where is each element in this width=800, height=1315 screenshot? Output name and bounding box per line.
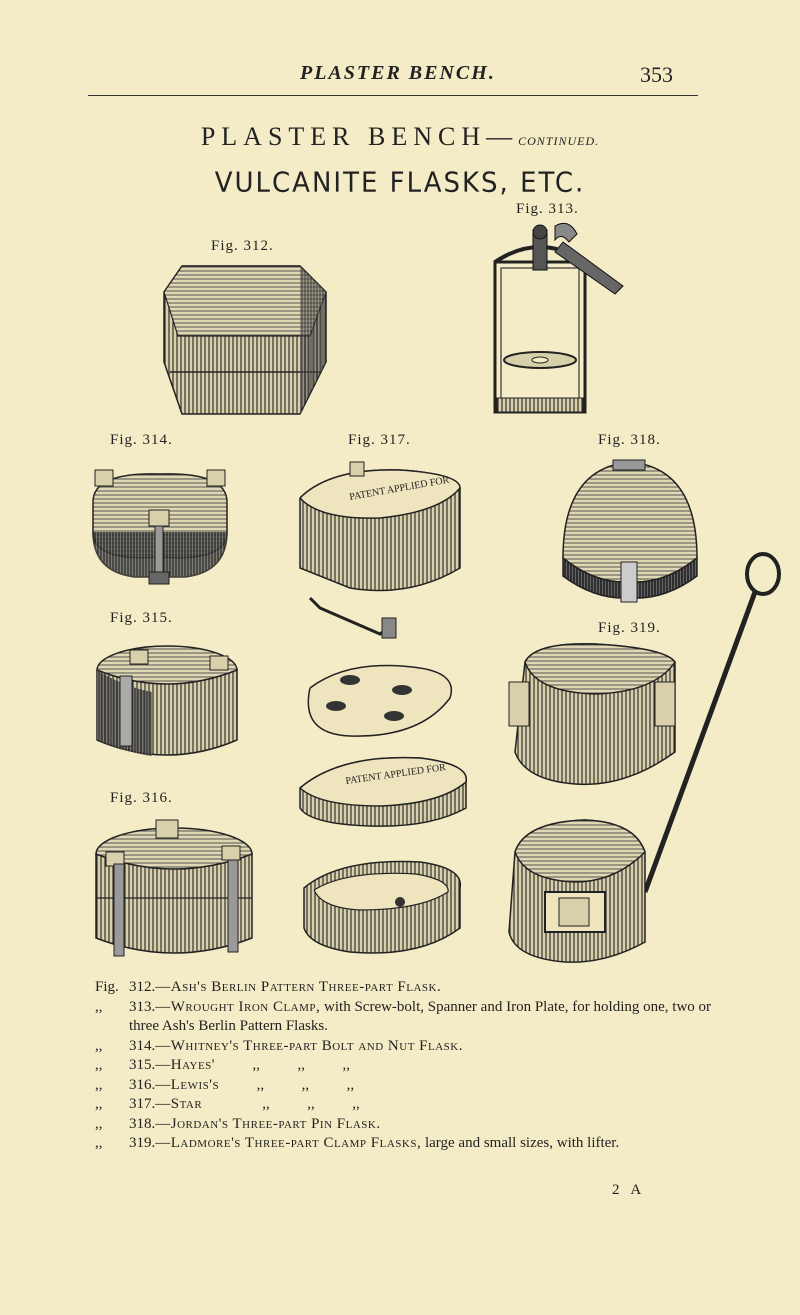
fig-316-label: Fig. 316. (110, 790, 173, 806)
title-main: PLASTER BENCH— (200, 122, 519, 151)
caption-text: ,, ,, ,, (202, 1096, 360, 1112)
figure-captions: Fig. 312.—Ash's Berlin Pattern Three-part… (95, 978, 715, 1154)
fig-312-illustration (160, 262, 330, 422)
caption-title: —Hayes' (155, 1057, 215, 1073)
fig-319-illustration (505, 552, 790, 964)
fig-317-label: Fig. 317. (348, 432, 411, 448)
fig-315-label: Fig. 315. (110, 610, 173, 626)
fig-317-illustration: PATENT APPLIED FOR PATENT APPLIED FOR (290, 458, 480, 963)
caption-text: ,, ,, ,, (219, 1076, 355, 1093)
caption-prefix: ,, (95, 1057, 103, 1073)
caption-fig-318: ,, 318.—Jordan's Three-part Pin Flask. (95, 1115, 715, 1135)
fig-318-label: Fig. 318. (598, 432, 661, 448)
caption-prefix: ,, (95, 1037, 103, 1054)
caption-title: —Jordan's Three-part Pin Flask. (155, 1115, 381, 1132)
caption-fig-315: ,, 315.—Hayes' ,, ,, ,, (95, 1056, 715, 1076)
title-continued: CONTINUED. (518, 134, 600, 148)
caption-title: —Star (155, 1096, 203, 1112)
caption-prefix: ,, (95, 1076, 103, 1093)
fig-318-illustration (555, 458, 705, 608)
caption-number: 318. (129, 1115, 156, 1132)
caption-text: with Screw-bolt, Spanner and Iron Plate,… (129, 998, 712, 1035)
fig-314-label: Fig. 314. (110, 432, 173, 448)
fig-312-label: Fig. 312. (211, 238, 274, 254)
fig-315-illustration (92, 640, 242, 765)
caption-text: ,, ,, ,, (215, 1057, 351, 1073)
caption-number: 317. (129, 1096, 156, 1112)
caption-title: —Ladmore's Three-part Clamp Flasks, (155, 1135, 422, 1151)
caption-prefix: ,, (95, 1115, 103, 1132)
caption-number: 312. (129, 979, 156, 995)
fig-314-illustration (85, 462, 235, 592)
caption-number: 315. (129, 1057, 156, 1073)
fig-319-label: Fig. 319. (598, 620, 661, 636)
page-title: PLASTER BENCH—CONTINUED. (0, 122, 800, 152)
caption-fig-317: ,, 317.—Star ,, ,, ,, (95, 1095, 715, 1115)
fig-316-illustration (92, 818, 257, 963)
caption-title: —Ash's Berlin Pattern Three-part Flask. (155, 979, 442, 995)
caption-prefix: Fig. (95, 979, 119, 995)
caption-title: —Lewis's (155, 1076, 220, 1093)
caption-fig-313: ,, 313.—Wrought Iron Clamp, with Screw-bo… (95, 998, 715, 1037)
caption-fig-314: ,, 314.—Whitney's Three-part Bolt and Nut… (95, 1037, 715, 1057)
caption-fig-316: ,, 316.—Lewis's ,, ,, ,, (95, 1076, 715, 1096)
printer-signature: 2 A (612, 1182, 646, 1198)
caption-prefix: ,, (95, 1096, 103, 1112)
caption-number: 313. (129, 998, 156, 1015)
caption-number: 316. (129, 1076, 156, 1093)
caption-text: large and small sizes, with lifter. (421, 1135, 620, 1151)
caption-fig-312: Fig. 312.—Ash's Berlin Pattern Three-part… (95, 978, 715, 998)
fig-313-label: Fig. 313. (516, 201, 579, 217)
caption-title: —Wrought Iron Clamp, (155, 998, 321, 1015)
caption-prefix: ,, (95, 1135, 103, 1151)
header-rule (88, 95, 698, 96)
caption-prefix: ,, (95, 998, 103, 1015)
caption-fig-319: ,, 319.—Ladmore's Three-part Clamp Flasks… (95, 1134, 715, 1154)
fig-313-illustration (485, 222, 630, 417)
running-title: PLASTER BENCH. (300, 62, 496, 84)
page-number: 353 (640, 62, 673, 87)
section-subtitle: VULCANITE FLASKS, ETC. (214, 167, 586, 199)
caption-title: —Whitney's Three-part Bolt and Nut Flask… (155, 1037, 463, 1054)
caption-number: 314. (129, 1037, 156, 1054)
caption-number: 319. (129, 1135, 156, 1151)
